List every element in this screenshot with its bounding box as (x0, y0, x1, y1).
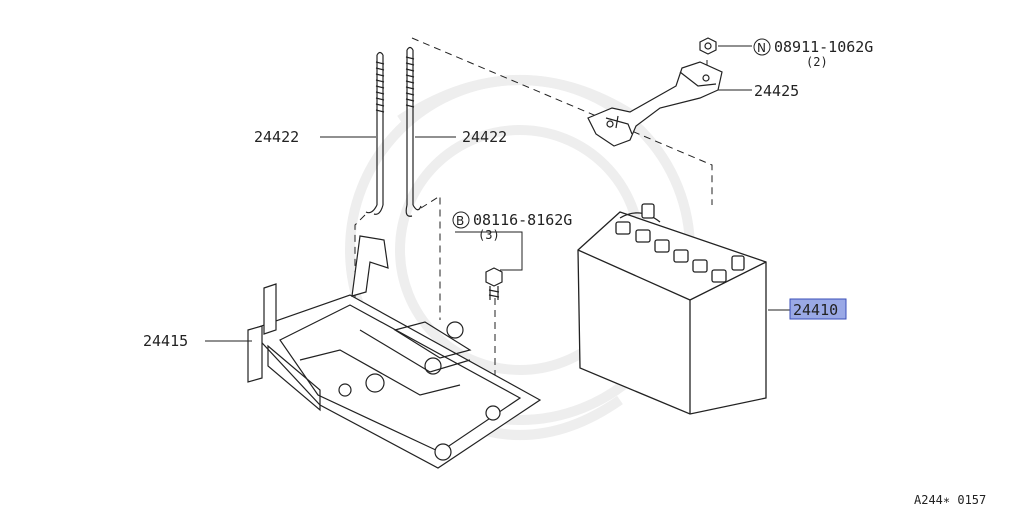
frame-part-number: 24425 (754, 82, 799, 100)
bolt-prefix: B (456, 214, 464, 228)
bolt-drawing (485, 267, 503, 300)
stud-right-drawing (405, 46, 422, 217)
battery-part-number[interactable]: 24410 (793, 301, 838, 319)
bolt-prefix-circle (452, 211, 470, 229)
bolt-part-number: 08116-8162G (473, 211, 572, 229)
nut-prefix-circle (753, 38, 771, 56)
nut-prefix: N (757, 41, 766, 55)
nut-drawing (699, 37, 717, 55)
bolt-quantity: (3) (478, 228, 500, 242)
bolt-leader (455, 231, 523, 271)
nut-quantity: (2) (806, 55, 828, 69)
stud-left-part-number: 24422 (254, 128, 299, 146)
battery-highlight[interactable] (789, 298, 847, 320)
battery-drawing (577, 203, 767, 415)
stud-right-part-number: 24422 (462, 128, 507, 146)
tray-drawing (247, 235, 542, 469)
nut-part-number: 08911-1062G (774, 38, 873, 56)
stud-left-drawing (365, 51, 385, 215)
diagram-id: A244∗ 0157 (914, 493, 986, 507)
tray-part-number: 24415 (143, 332, 188, 350)
